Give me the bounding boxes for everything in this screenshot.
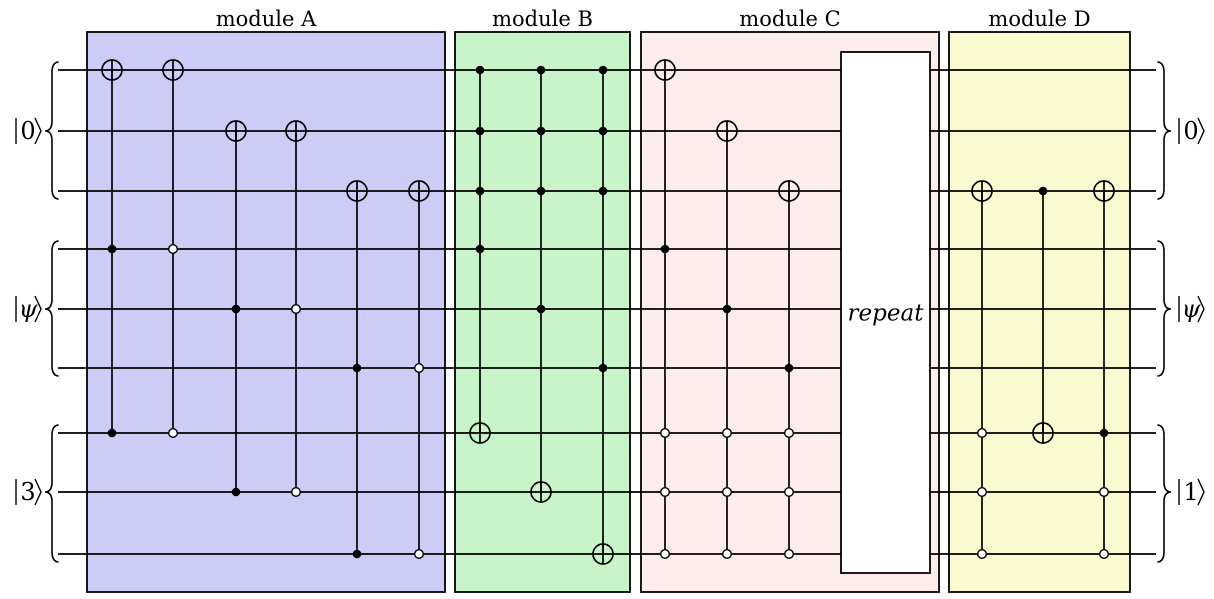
module-b-title: module B [492,7,593,31]
control-dot [536,65,546,75]
left-ket-label-2: ψ [15,295,42,323]
repeat-box [840,51,931,574]
anticontrol-dot [660,428,671,439]
ket-angle [1197,117,1205,145]
module-c-title: module C [739,7,840,31]
ket-char: ψ [1182,295,1202,323]
right-brace-3 [1157,424,1172,563]
ket-angle [34,478,42,506]
ket-char: 0 [1183,117,1198,145]
gate-column [225,120,247,497]
control-dot [1099,428,1109,438]
control-dot [475,186,485,196]
gate-column [654,59,676,560]
control-dot [1038,186,1048,196]
control-dot [231,304,241,314]
left-brace-2 [44,240,59,377]
control-dot [784,363,794,373]
anticontrol-dot [414,363,425,374]
anticontrol-dot [977,487,988,498]
anticontrol-dot [660,549,671,560]
left-brace-1 [44,61,59,200]
control-dot [598,65,608,75]
gate-column [1032,186,1054,444]
control-dot [536,126,546,136]
control-dot [660,244,670,254]
gate-column [469,65,491,444]
anticontrol-dot [784,428,795,439]
left-ket-label-1: 0 [15,117,42,145]
module-a-title: module A [216,7,317,31]
control-dot [475,65,485,75]
right-ket-label-2: ψ [1178,295,1205,323]
gate-column [592,65,614,565]
gate-column [778,180,800,560]
anticontrol-dot [784,549,795,560]
control-dot [107,428,117,438]
control-dot [722,304,732,314]
anticontrol-dot [722,487,733,498]
anticontrol-dot [167,428,178,439]
module-a-box [86,31,446,593]
right-ket-label-1: 0 [1178,117,1205,145]
ket-char: 3 [20,478,35,506]
right-brace-2 [1157,240,1172,377]
control-dot [598,363,608,373]
gate-column [1093,180,1115,560]
anticontrol-dot [977,549,988,560]
control-dot [598,126,608,136]
left-brace-3 [44,424,59,563]
right-ket-label-3: 1 [1178,478,1205,506]
control-dot [598,186,608,196]
module-d-box [948,31,1131,593]
anticontrol-dot [291,304,302,315]
gate-column [101,59,123,438]
gate-column [346,180,368,559]
control-dot [107,244,117,254]
ket-angle [34,295,42,323]
ket-angle [34,117,42,145]
control-dot [536,304,546,314]
anticontrol-dot [1098,549,1109,560]
gate-column [530,65,552,503]
anticontrol-dot [167,243,178,254]
control-dot [352,549,362,559]
ket-char: 0 [20,117,35,145]
ket-angle [1197,295,1205,323]
control-dot [475,126,485,136]
left-ket-label-3: 3 [15,478,42,506]
anticontrol-dot [722,428,733,439]
repeat-label: repeat [848,301,925,327]
control-dot [536,186,546,196]
anticontrol-dot [414,549,425,560]
module-d-title: module D [988,7,1090,31]
control-dot [352,363,362,373]
anticontrol-dot [1098,487,1109,498]
ket-char: 1 [1183,478,1198,506]
anticontrol-dot [722,549,733,560]
gate-column [716,120,738,560]
gate-column [162,59,184,439]
anticontrol-dot [291,487,302,498]
anticontrol-dot [977,428,988,439]
right-brace-1 [1157,61,1172,200]
anticontrol-dot [660,487,671,498]
ket-angle [1197,478,1205,506]
anticontrol-dot [784,487,795,498]
control-dot [231,487,241,497]
control-dot [475,244,485,254]
gate-column [408,180,430,560]
gate-column [971,180,993,560]
ket-char: ψ [19,295,39,323]
gate-column [285,120,307,498]
